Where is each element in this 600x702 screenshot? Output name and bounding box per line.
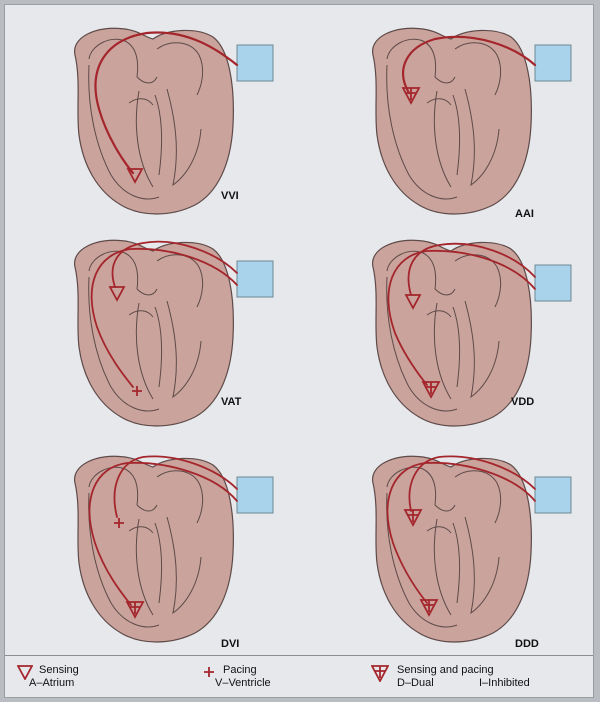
legend-inhibited-label: I–Inhibited [479,677,530,689]
atrial-lead [408,455,536,512]
pacing-modes-diagram: VVI AAI VAT VDD DVI [73,27,572,650]
legend-ventricle-label: V–Ventricle [215,677,271,689]
ventricular-lead [90,247,238,388]
panel-vat: VAT [73,239,274,427]
heart-illustration [73,455,234,643]
panel-vdd: VDD [371,239,572,427]
sensing-pacing-icon [371,665,389,682]
pacemaker-box [236,260,274,298]
pacemaker-box [236,44,274,82]
mode-label-ddd: DDD [515,638,539,650]
pacing-modes-figure: VVI AAI VAT VDD DVI [4,4,594,698]
legend-dual-label: D–Dual [397,677,434,689]
heart-illustration [371,455,532,643]
atrial-lead [111,240,238,288]
legend-atrium-label: A–Atrium [29,677,75,689]
legend-sensing-label: Sensing [39,664,79,676]
ventricular-lead [88,461,238,606]
legend-sensing-and-pacing-label: Sensing and pacing [397,664,494,676]
mode-label-vvi: VVI [221,190,239,202]
panel-vvi: VVI [73,27,274,215]
panel-aai: AAI [371,27,572,220]
mode-label-aai: AAI [515,208,534,220]
atrial-lead [113,455,238,518]
panel-dvi: DVI [73,455,274,650]
mode-label-vat: VAT [221,396,242,408]
pacemaker-box [534,264,572,302]
ventricular-lead [94,31,239,175]
mode-label-dvi: DVI [221,638,239,650]
ventricular-lead [387,249,536,386]
pacemaker-box [534,44,572,82]
atrial-lead [402,35,537,95]
atrial-lead [407,242,536,296]
ventricular-lead [386,461,536,604]
pacemaker-box [534,476,572,514]
panel-ddd: DDD [371,455,572,650]
heart-illustration [371,27,532,215]
legend: Sensing A–Atrium Pacing V–Ventricle Sens… [5,655,593,698]
mode-label-vdd: VDD [511,396,534,408]
legend-pacing-label: Pacing [223,664,257,676]
heart-illustration [73,27,234,215]
pacemaker-box [236,476,274,514]
